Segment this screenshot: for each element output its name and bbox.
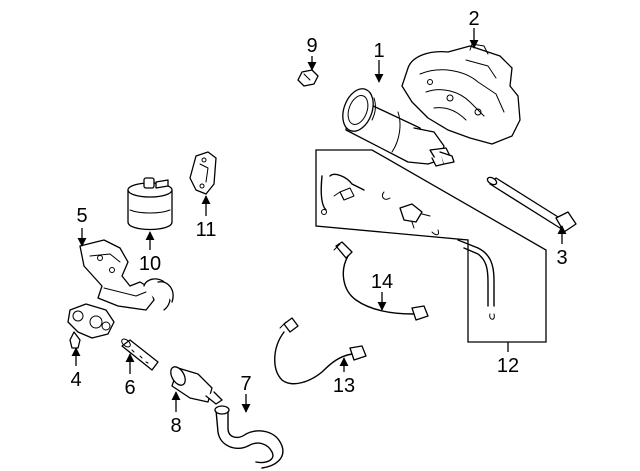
callout-2: 2	[468, 8, 479, 30]
part-12-hose-kit[interactable]	[315, 149, 547, 343]
part-4-vacuum-pump[interactable]	[67, 303, 115, 349]
part-2-canister-shield[interactable]	[401, 43, 521, 145]
part-9-valve[interactable]	[297, 69, 319, 87]
part-3-tube[interactable]	[486, 176, 577, 233]
callout-8: 8	[170, 415, 181, 437]
callout-5: 5	[76, 205, 87, 227]
callout-14: 14	[371, 271, 393, 293]
part-14-oxygen-sensor[interactable]	[333, 241, 429, 321]
callout-4: 4	[70, 369, 81, 391]
part-1-charcoal-canister[interactable]	[337, 85, 455, 167]
callout-3: 3	[556, 247, 567, 269]
part-13-oxygen-sensor[interactable]	[274, 317, 367, 385]
callout-10: 10	[139, 253, 161, 275]
callout-12: 12	[497, 355, 519, 377]
part-11-bracket[interactable]	[189, 151, 217, 195]
callout-13: 13	[333, 375, 355, 397]
callout-11: 11	[196, 219, 217, 241]
part-5-mounting-bracket[interactable]	[79, 239, 174, 311]
callout-1: 1	[373, 40, 384, 62]
callout-6: 6	[124, 377, 135, 399]
part-7-bent-hose[interactable]	[214, 405, 284, 469]
callout-9: 9	[306, 35, 317, 57]
leader-lines	[71, 28, 567, 413]
callout-7: 7	[240, 373, 251, 395]
callout-numbers: 1 2 3 4 5 6 7 8 9 10 11 12 13 14	[70, 8, 567, 437]
part-8-filter[interactable]	[168, 364, 223, 405]
part-6-hose[interactable]	[120, 337, 159, 371]
part-10-vacuum-canister[interactable]	[127, 177, 173, 231]
